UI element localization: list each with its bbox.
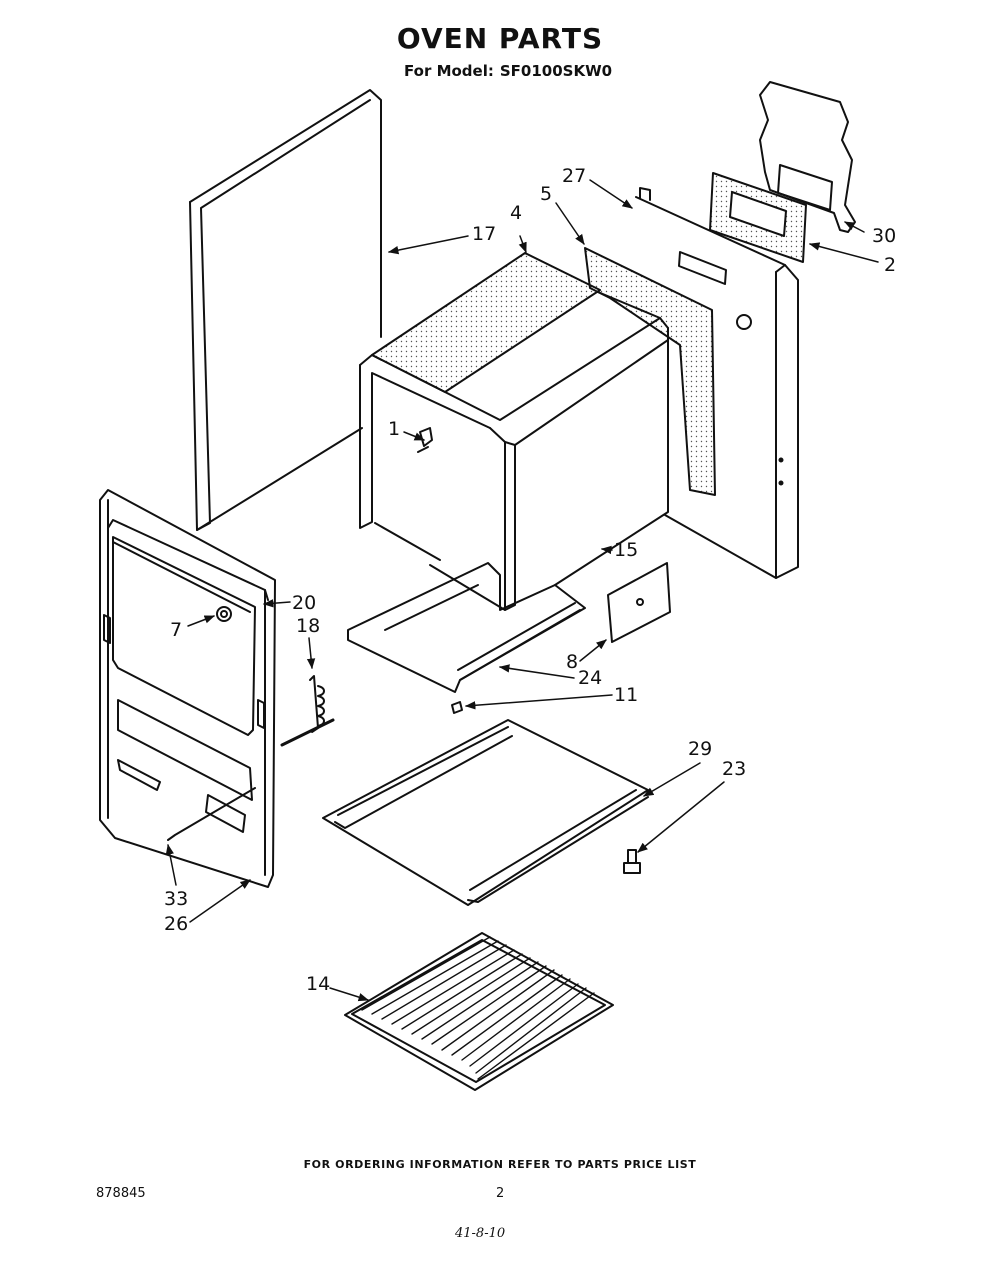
part-8-cover	[607, 562, 671, 643]
part-14-rack	[344, 932, 614, 1091]
callout-23: 23	[722, 758, 746, 780]
part-11-clip	[451, 701, 463, 714]
callout-29: 29	[688, 738, 712, 760]
callout-27: 27	[562, 165, 586, 187]
part-27-rear-panel	[635, 187, 799, 579]
part-17-gasket	[189, 89, 382, 531]
part-7-light	[216, 606, 232, 622]
callout-7: 7	[170, 619, 182, 641]
callout-labels: 17 4 5 27 30 2 1 15 20 18 7 8 24 11 29 2…	[164, 165, 896, 995]
callout-14: 14	[306, 973, 330, 995]
page-number: 2	[496, 1186, 505, 1201]
part-4-oven-liner	[359, 252, 669, 611]
handwritten-note: 41-8-10	[455, 1226, 506, 1241]
model-label: For Model:	[404, 62, 494, 80]
callout-26: 26	[164, 913, 188, 935]
document-number: 878845	[96, 1186, 146, 1201]
part-18-spring	[309, 675, 325, 733]
part-23-screw	[623, 849, 641, 874]
callout-4: 4	[510, 202, 522, 224]
callout-18: 18	[296, 615, 320, 637]
callout-11: 11	[614, 684, 638, 706]
part-24-bottom	[347, 562, 586, 693]
callout-17: 17	[472, 223, 496, 245]
callout-2: 2	[884, 254, 896, 276]
callout-8: 8	[566, 651, 578, 673]
page-title: OVEN PARTS	[396, 22, 604, 55]
part-26-door	[99, 489, 276, 888]
part-29-tray	[322, 719, 649, 906]
part-5-insulation	[584, 247, 716, 496]
callout-5: 5	[540, 183, 552, 205]
callout-24: 24	[578, 667, 602, 689]
part-2-plate	[709, 172, 807, 263]
ordering-footnote: FOR ORDERING INFORMATION REFER TO PARTS …	[303, 1158, 697, 1171]
callout-20: 20	[292, 592, 316, 614]
callout-33: 33	[164, 888, 188, 910]
part-33-rod	[167, 718, 335, 841]
callout-15: 15	[614, 539, 638, 561]
leader-lines	[165, 179, 879, 1002]
model-number: SF0100SKW0	[499, 62, 613, 80]
callout-1: 1	[388, 418, 400, 440]
callout-30: 30	[872, 225, 896, 247]
model-line: For Model: SF0100SKW0	[398, 62, 612, 80]
